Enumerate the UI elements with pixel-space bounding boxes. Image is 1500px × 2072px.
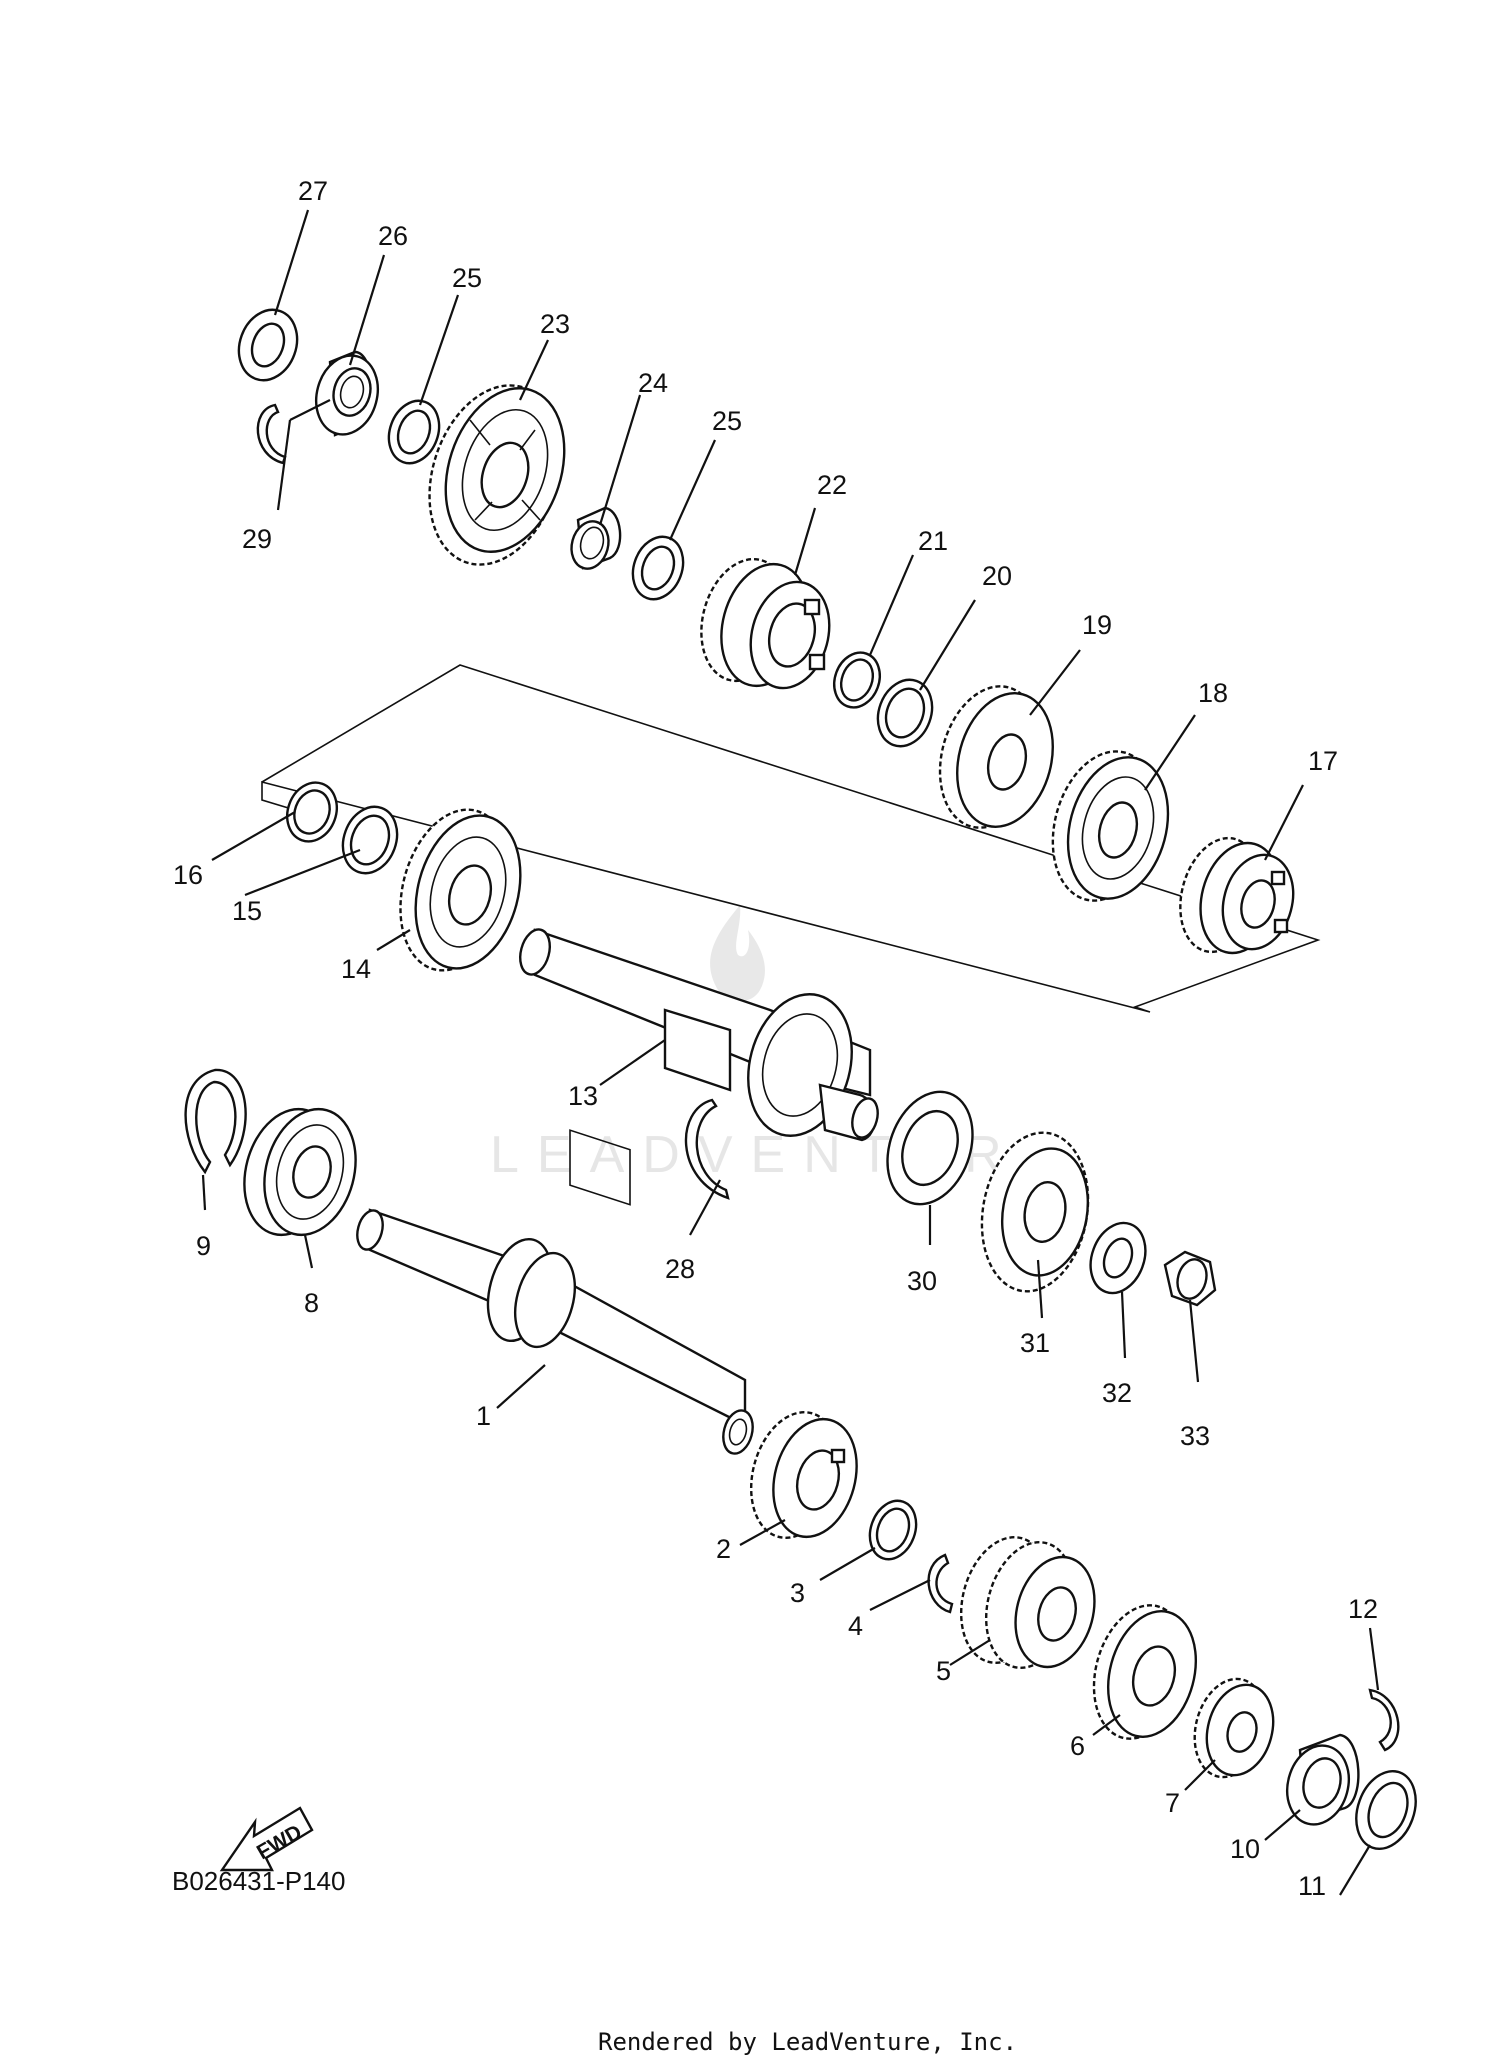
part-13-countershaft[interactable] xyxy=(516,926,882,1206)
callout-9: 9 xyxy=(196,1231,211,1261)
callout-32: 32 xyxy=(1102,1378,1132,1408)
callout-22: 22 xyxy=(817,470,847,500)
part-20-washer[interactable] xyxy=(869,672,941,754)
callout-21: 21 xyxy=(918,526,948,556)
callout-10: 10 xyxy=(1230,1834,1260,1864)
part-21-circlip[interactable] xyxy=(827,646,887,714)
callout-33: 33 xyxy=(1180,1421,1210,1451)
callout-24: 24 xyxy=(638,368,668,398)
part-14-gear[interactable] xyxy=(384,797,537,982)
part-27-washer[interactable] xyxy=(229,302,306,389)
callout-20: 20 xyxy=(982,561,1012,591)
callout-19: 19 xyxy=(1082,610,1112,640)
render-credit: Rendered by LeadVenture, Inc. xyxy=(598,2028,1017,2056)
callout-4: 4 xyxy=(848,1611,863,1641)
part-5-gear[interactable] xyxy=(948,1527,1106,1677)
part-16-circlip[interactable] xyxy=(279,776,345,849)
callout-17: 17 xyxy=(1308,746,1338,776)
part-10-needle-bearing[interactable] xyxy=(1279,1733,1360,1831)
callout-26: 26 xyxy=(378,221,408,251)
callout-29: 29 xyxy=(242,524,272,554)
callout-30: 30 xyxy=(907,1266,937,1296)
callout-16: 16 xyxy=(173,860,203,890)
part-3-washer[interactable] xyxy=(862,1494,924,1565)
callout-25b: 25 xyxy=(712,406,742,436)
callout-5: 5 xyxy=(936,1656,951,1686)
part-9-circlip[interactable] xyxy=(184,1068,247,1175)
leader-lines xyxy=(201,209,1380,1896)
callout-23: 23 xyxy=(540,309,570,339)
part-18-gear[interactable] xyxy=(1037,740,1183,913)
part-25-washer-a[interactable] xyxy=(381,394,448,471)
callout-7: 7 xyxy=(1165,1788,1180,1818)
part-6-gear[interactable] xyxy=(1080,1595,1209,1749)
assembly-bracket xyxy=(261,664,1321,1013)
callout-6: 6 xyxy=(1070,1731,1085,1761)
part-15-washer[interactable] xyxy=(334,799,406,881)
callout-18: 18 xyxy=(1198,678,1228,708)
callout-2: 2 xyxy=(716,1534,731,1564)
part-1-main-axle[interactable] xyxy=(353,1208,757,1457)
part-8-ball-bearing[interactable] xyxy=(231,1099,369,1245)
part-4-circlip[interactable] xyxy=(927,1553,954,1614)
part-31-drive-sprocket[interactable] xyxy=(970,1124,1100,1300)
part-7-gear[interactable] xyxy=(1184,1671,1283,1785)
part-33-nut[interactable] xyxy=(1163,1250,1217,1307)
callout-12: 12 xyxy=(1348,1594,1378,1624)
fwd-arrow-icon: FWD xyxy=(219,1806,314,1872)
part-24-bushing[interactable] xyxy=(566,506,622,573)
callout-8: 8 xyxy=(304,1288,319,1318)
part-26-needle-bearing[interactable] xyxy=(308,349,387,442)
part-23-gear[interactable] xyxy=(408,368,585,581)
part-28-circlip[interactable] xyxy=(684,1098,730,1200)
callout-25a: 25 xyxy=(452,263,482,293)
part-2-gear[interactable] xyxy=(738,1402,869,1547)
flame-icon xyxy=(710,905,765,1002)
part-11-oil-seal[interactable] xyxy=(1346,1763,1426,1857)
part-29-circlip[interactable] xyxy=(256,403,287,465)
part-17-gear[interactable] xyxy=(1168,829,1303,962)
part-19-gear[interactable] xyxy=(925,675,1067,839)
part-22-gear[interactable] xyxy=(688,549,840,697)
diagram-code: B026431-P140 xyxy=(172,1866,345,1896)
callout-11: 11 xyxy=(1298,1871,1326,1901)
callout-27: 27 xyxy=(298,176,328,206)
callout-13: 13 xyxy=(568,1081,598,1111)
part-30-washer[interactable] xyxy=(873,1080,988,1216)
callout-15: 15 xyxy=(232,896,262,926)
callout-14: 14 xyxy=(341,954,371,984)
callout-31: 31 xyxy=(1020,1328,1050,1358)
callout-1: 1 xyxy=(476,1401,491,1431)
callout-28: 28 xyxy=(665,1254,695,1284)
part-12-circlip[interactable] xyxy=(1368,1688,1400,1752)
part-32-lock-washer[interactable] xyxy=(1081,1215,1154,1300)
callout-3: 3 xyxy=(790,1578,805,1608)
callout-labels: 27 26 25 23 24 25 22 21 20 19 18 17 29 1… xyxy=(173,176,1378,1901)
part-25-washer-b[interactable] xyxy=(625,530,692,607)
